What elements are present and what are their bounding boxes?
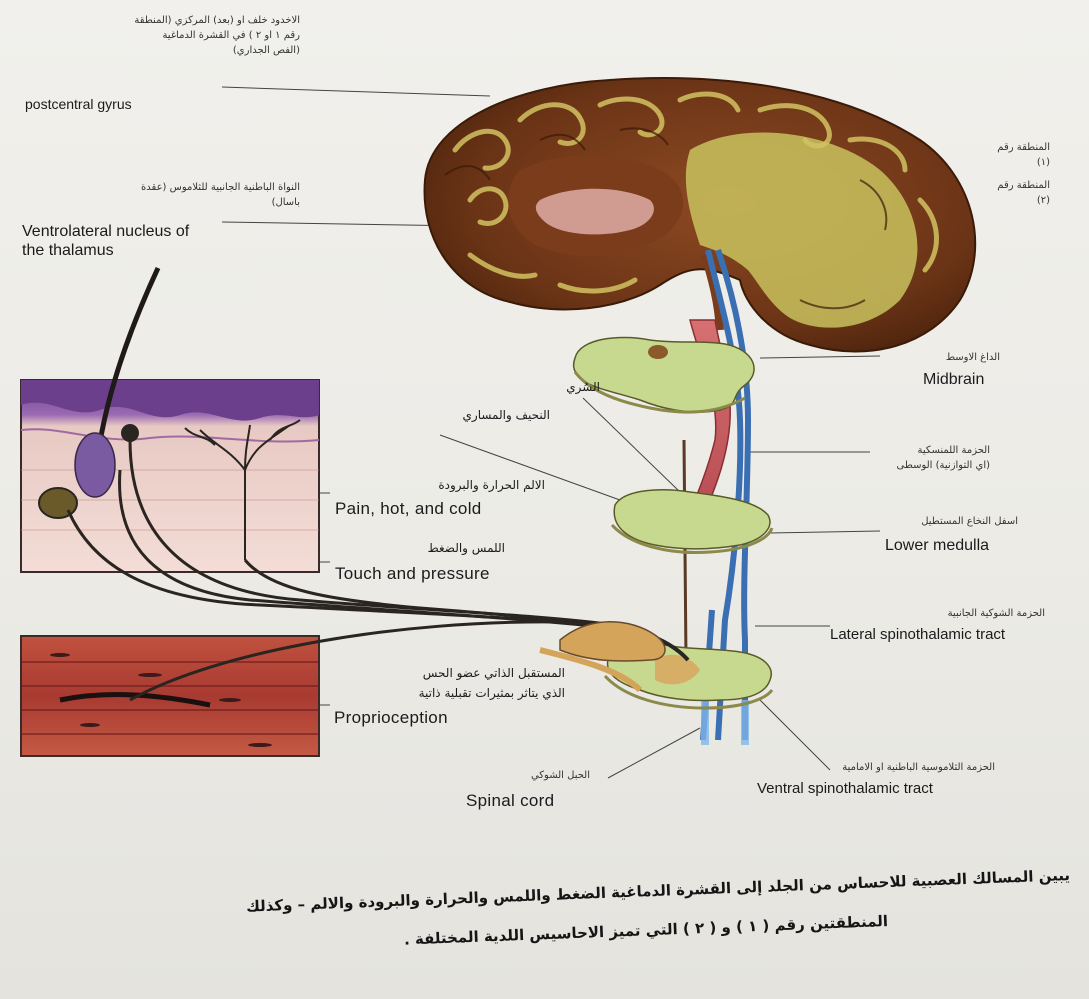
midbrain-slice bbox=[574, 337, 754, 412]
lower-medulla-label: Lower medulla bbox=[885, 537, 989, 555]
pain-ar-label: الالم الحرارة والبرودة bbox=[360, 478, 545, 492]
brain bbox=[425, 78, 976, 351]
ventral-spinothalamic-label: Ventral spinothalamic tract bbox=[757, 780, 933, 797]
touch-ar-label: اللمس والضغط bbox=[380, 541, 505, 555]
spinal-cord-label: Spinal cord bbox=[466, 791, 554, 811]
lateral-spinothalamic-label: Lateral spinothalamic tract bbox=[830, 626, 1005, 643]
medial-lemniscus-label: الحزمة اللمنسكية (اي التوازنية) الوسطى bbox=[840, 443, 990, 473]
postcentral-gyrus-ar-label: الاخدود خلف او (بعد) المركزي (المنطقة رق… bbox=[40, 13, 300, 58]
region-1-label: المنطقة رقم (١) bbox=[960, 140, 1050, 170]
midbrain-label: Midbrain bbox=[923, 371, 984, 389]
touch-pressure-label: Touch and pressure bbox=[335, 564, 490, 584]
gracile-cuneate-ar-label: النحيف والمساري bbox=[405, 408, 550, 422]
postcentral-gyrus-label: postcentral gyrus bbox=[25, 96, 132, 112]
spinal-cord-ar-label: الحبل الشوكي bbox=[480, 768, 590, 783]
pain-hot-cold-label: Pain, hot, and cold bbox=[335, 499, 482, 519]
ventral-tract-ar-label: الحزمة الثلاموسية الباطنية او الامامية bbox=[770, 760, 995, 775]
vl-nucleus-label: Ventrolateral nucleus of the thalamus bbox=[22, 222, 189, 260]
skin-section bbox=[21, 268, 319, 572]
proprioception-label: Proprioception bbox=[334, 708, 448, 728]
proprioception-ar-label: المستقبل الذاتي عضو الحس الذي يتاثر بمثي… bbox=[335, 663, 565, 703]
muscle-section bbox=[21, 636, 319, 756]
vl-nucleus-ar-label: النواة الباطنية الجانبية للثلاموس (عقدة … bbox=[40, 180, 300, 210]
sensory-ar-label: السُري bbox=[540, 380, 600, 394]
lower-medulla-ar-label: اسفل النخاع المستطيل bbox=[868, 514, 1018, 529]
region-2-label: المنطقة رقم (٢) bbox=[960, 178, 1050, 208]
lateral-tract-ar-label: الحزمة الشوكية الجانبية bbox=[895, 606, 1045, 621]
midbrain-ar-label: الداغ الاوسط bbox=[880, 350, 1000, 365]
